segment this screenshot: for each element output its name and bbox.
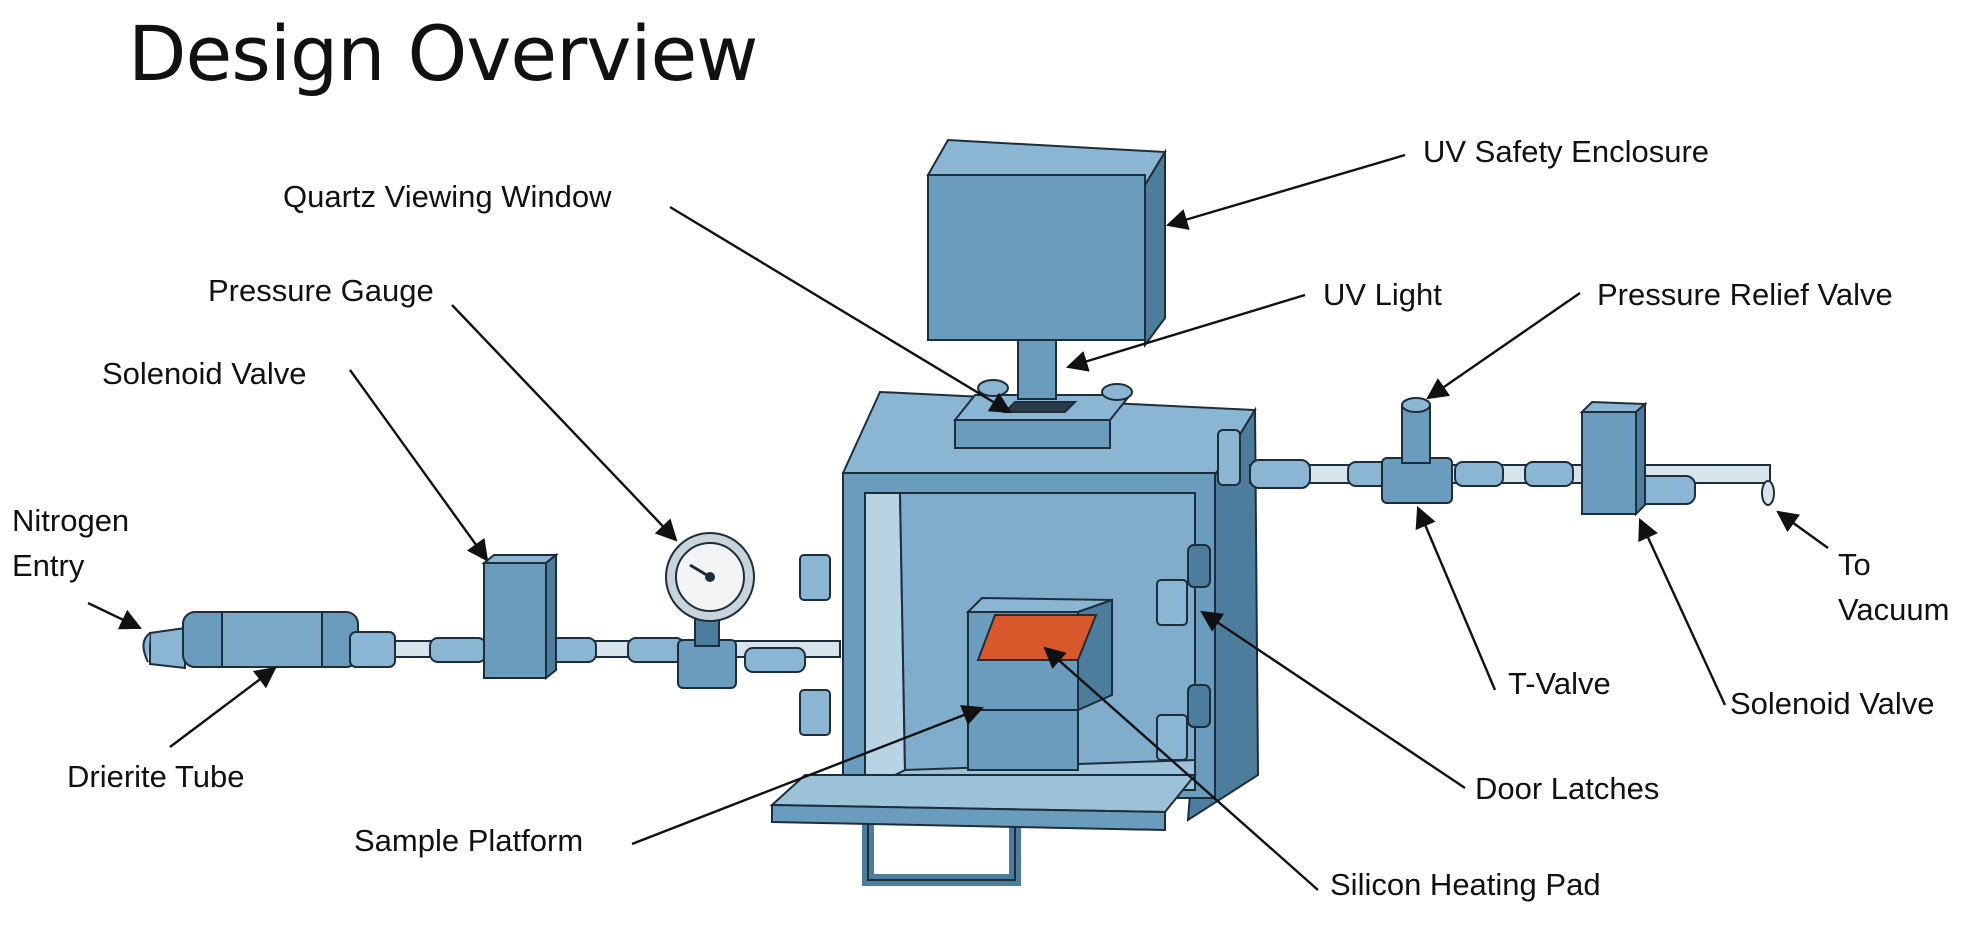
label-t-valve: T-Valve [1508, 666, 1611, 701]
label-sample-platform: Sample Platform [354, 823, 584, 858]
nitrogen-inlet-line [142, 532, 841, 689]
leader-to-vacuum [1776, 510, 1829, 549]
leader-solenoid-valve-left [349, 369, 489, 562]
leader-drierite-tube [169, 666, 277, 748]
leader-pressure-relief-valve [1426, 292, 1581, 400]
leader-solenoid-valve-right [1638, 518, 1727, 706]
slide-title: Design Overview [128, 9, 758, 98]
label-nitrogen-entry-line2: Entry [12, 548, 85, 583]
label-solenoid-valve-right: Solenoid Valve [1730, 686, 1935, 721]
label-uv-safety-enclosure: UV Safety Enclosure [1423, 134, 1710, 169]
vacuum-chamber [769, 138, 1260, 886]
label-pressure-gauge: Pressure Gauge [208, 273, 434, 308]
label-to-vacuum-line1: To [1838, 547, 1871, 582]
label-door-latches: Door Latches [1475, 771, 1660, 806]
label-solenoid-valve-left: Solenoid Valve [102, 356, 307, 391]
leader-door-latches [1200, 610, 1466, 789]
leader-nitrogen-entry [87, 601, 142, 630]
leader-uv-light [1065, 293, 1306, 372]
leader-sample-platform [631, 704, 985, 846]
label-drierite-tube: Drierite Tube [67, 759, 245, 794]
label-pressure-relief-valve: Pressure Relief Valve [1597, 277, 1893, 312]
label-nitrogen-entry-line1: Nitrogen [12, 503, 130, 538]
label-quartz-viewing-window: Quartz Viewing Window [283, 179, 612, 214]
leader-quartz-viewing-window [669, 205, 1012, 414]
vacuum-outlet-line [1249, 397, 1775, 517]
label-to-vacuum-line2: Vacuum [1838, 592, 1950, 627]
label-silicon-heating-pad: Silicon Heating Pad [1330, 867, 1601, 902]
leader-pressure-gauge [451, 304, 678, 542]
leader-t-valve [1415, 506, 1497, 691]
label-uv-light: UV Light [1323, 277, 1442, 312]
leader-uv-safety-enclosure [1165, 153, 1406, 230]
leader-lines [87, 153, 1829, 891]
leader-silicon-heating-pad [1043, 646, 1319, 891]
